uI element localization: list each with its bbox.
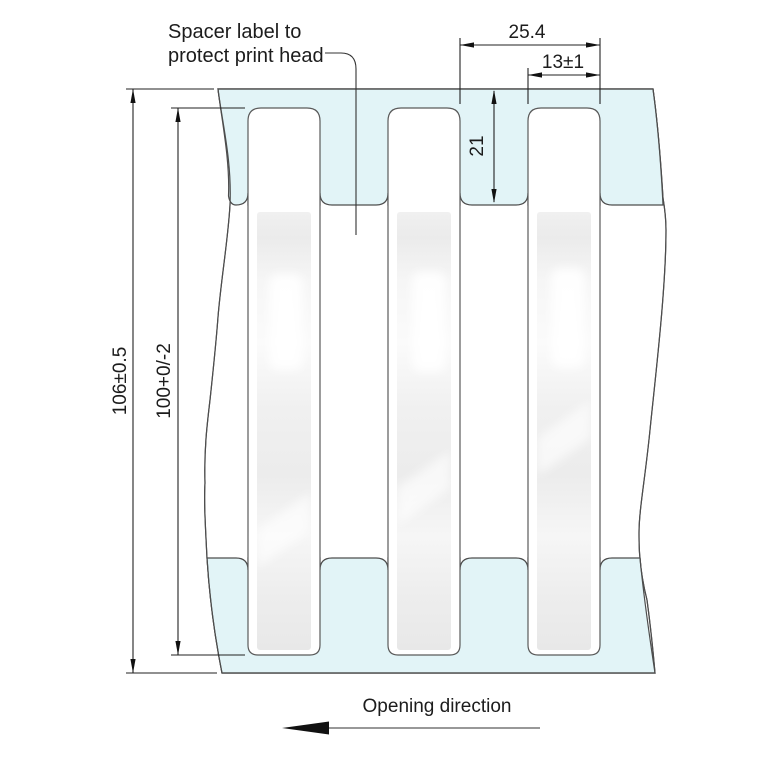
dimension-liner-length: [126, 88, 217, 674]
label-width-value: 13±1: [542, 52, 584, 73]
strip-glare-streak-3: [537, 400, 591, 476]
strip-glare-window-1: [269, 274, 303, 370]
strip-glare-streak-2: [397, 450, 451, 526]
arrowhead-left-icon: [282, 721, 329, 735]
pitch-value: 25.4: [509, 22, 546, 43]
opening-direction-arrow: [282, 721, 540, 735]
strip-glare-window-2: [412, 272, 446, 372]
arrowhead-right: [586, 72, 600, 78]
arrowhead-right: [586, 42, 600, 48]
dimension-label-width: [527, 68, 600, 104]
strip-glare-window-3: [551, 268, 585, 368]
dimension-pitch: [459, 38, 601, 104]
liner-outline: [204, 88, 667, 674]
spacer-note-line2: protect print head: [168, 45, 324, 67]
tab-depth-value: 21: [467, 135, 488, 156]
arrowhead-up: [491, 90, 497, 104]
arrowhead-down: [130, 659, 136, 673]
arrowhead-left: [528, 72, 542, 78]
glossy-strips: [257, 212, 591, 650]
arrowhead-left: [460, 42, 474, 48]
leader-line: [325, 52, 357, 235]
label-length-value: 100+0/-2: [154, 343, 175, 419]
liner-length-value: 106±0.5: [110, 347, 131, 416]
arrowhead-down: [491, 189, 497, 203]
opening-direction-label: Opening direction: [363, 696, 512, 717]
strip-glare-streak-1: [257, 492, 311, 568]
dimension-tab-depth: [491, 90, 497, 203]
arrowhead-up: [130, 89, 136, 103]
dimension-label-length: [171, 107, 245, 656]
arrowhead-up: [175, 108, 181, 122]
spacer-note-line1: Spacer label to: [168, 21, 301, 43]
arrowhead-down: [175, 641, 181, 655]
